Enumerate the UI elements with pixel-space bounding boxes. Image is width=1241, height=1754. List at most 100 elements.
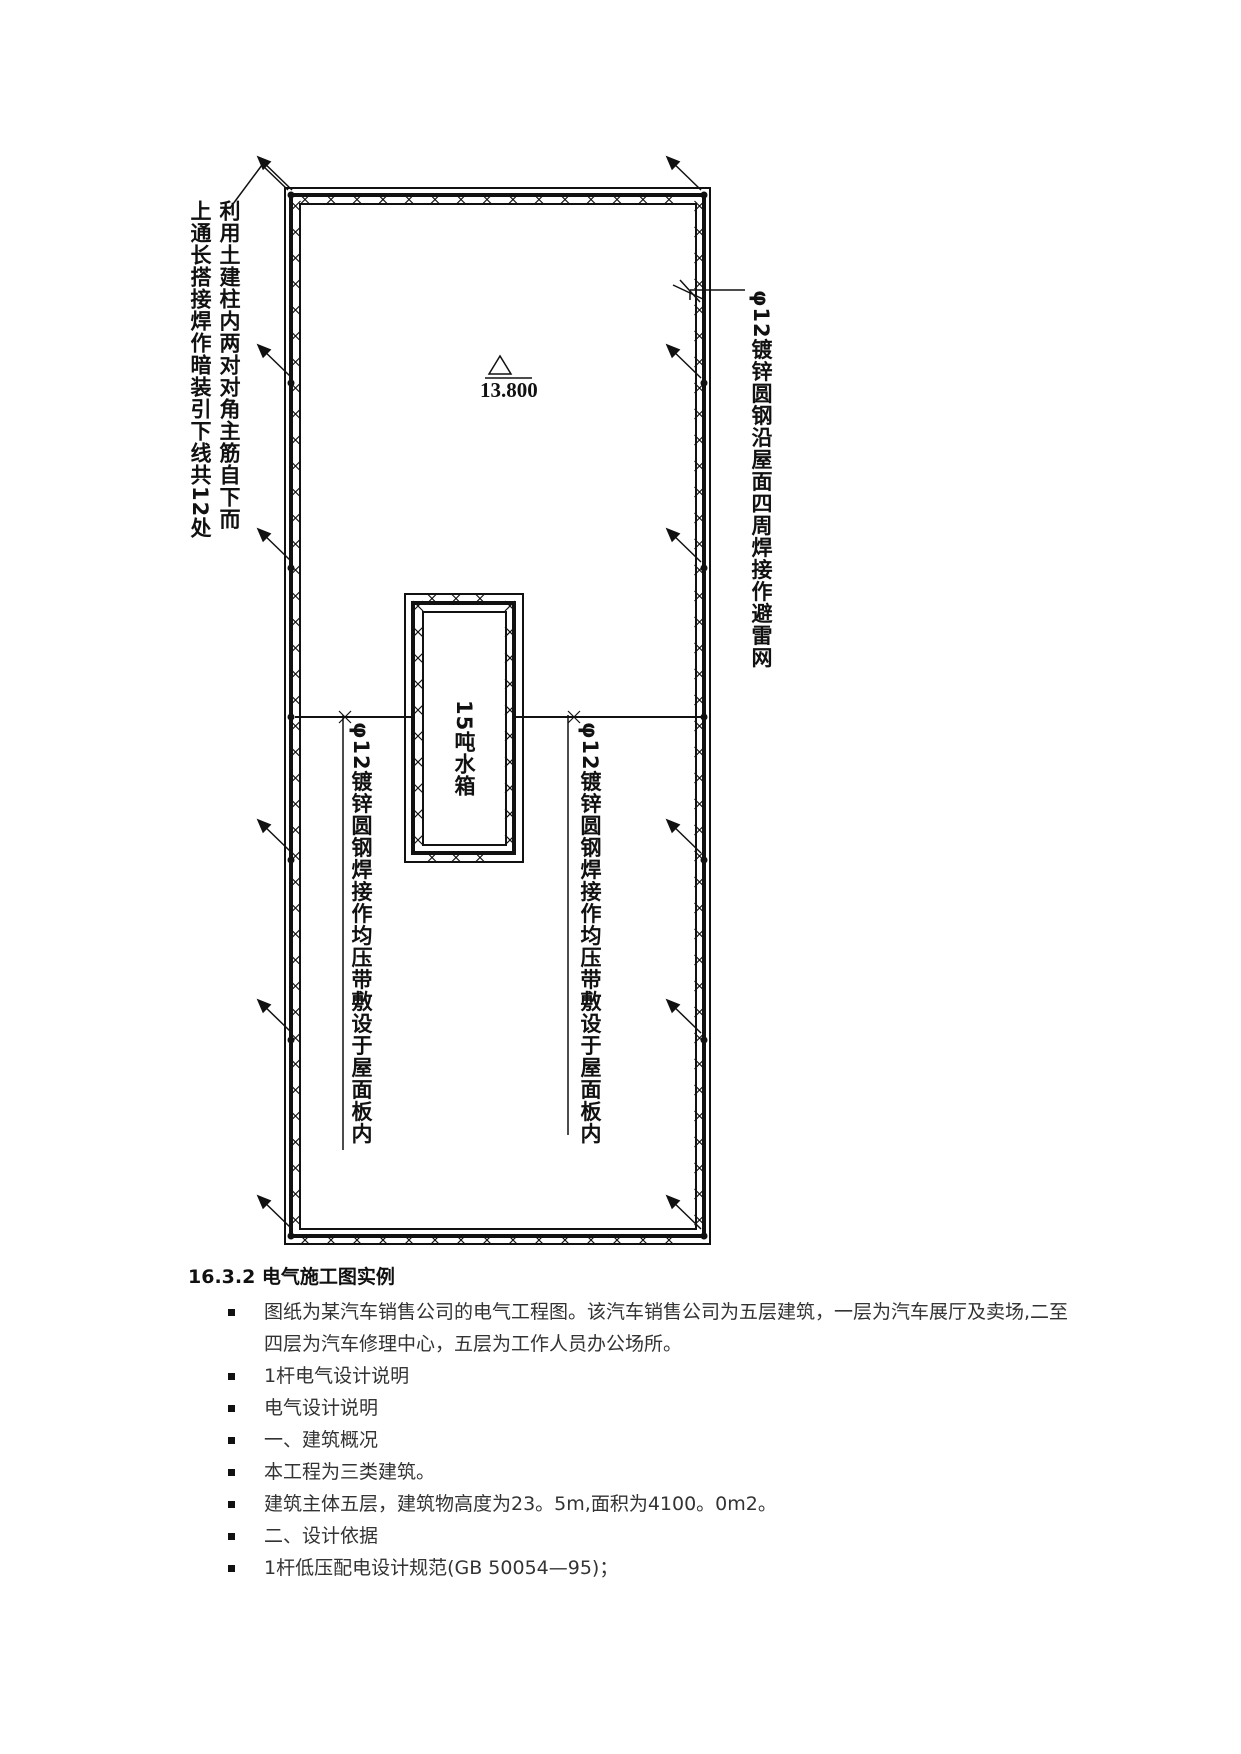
support-cross-mark: [694, 278, 705, 290]
support-cross-mark: [586, 1235, 596, 1245]
list-item: 电气设计说明: [226, 1392, 1076, 1424]
support-cross-mark: [504, 704, 516, 716]
support-cross-mark: [351, 194, 363, 205]
arrow-head-icon: [665, 1194, 681, 1210]
support-cross-mark: [290, 1162, 301, 1174]
support-cross-mark: [290, 642, 301, 654]
support-cross-mark: [694, 200, 705, 212]
support-cross-mark: [290, 460, 301, 472]
support-cross-mark: [694, 928, 705, 940]
support-cross-mark: [325, 194, 337, 205]
support-cross-mark: [412, 782, 424, 794]
support-cross-mark: [694, 694, 705, 706]
support-cross-mark: [694, 1006, 705, 1018]
support-cross-mark: [378, 1235, 388, 1245]
support-cross-mark: [290, 954, 301, 966]
support-cross-mark: [504, 782, 516, 794]
support-cross-mark: [290, 1058, 301, 1070]
support-cross-mark: [403, 194, 415, 205]
downconductor-dot: [700, 1036, 708, 1044]
support-cross-mark: [290, 330, 301, 342]
support-cross-mark: [412, 678, 424, 690]
downconductor-dot: [700, 1232, 708, 1240]
bullet-square-icon: [228, 1501, 235, 1508]
support-cross-mark: [694, 824, 705, 836]
support-cross-mark: [694, 746, 705, 758]
support-cross-mark: [567, 710, 581, 724]
support-cross-mark: [694, 434, 705, 446]
support-cross-mark: [290, 694, 301, 706]
bullet-square-icon: [228, 1309, 235, 1316]
support-cross-mark: [412, 756, 424, 768]
support-cross-mark: [504, 652, 516, 664]
elevation-label: 13.800: [480, 378, 538, 402]
support-cross-mark: [290, 616, 301, 628]
support-cross-mark: [429, 194, 441, 205]
support-cross-mark: [694, 954, 705, 966]
support-cross-mark: [412, 652, 424, 664]
arrow-head-icon: [665, 527, 681, 543]
downconductor-dot: [700, 856, 708, 864]
support-cross-mark: [482, 1235, 492, 1245]
support-cross-mark: [560, 1235, 570, 1245]
support-cross-mark: [300, 1235, 310, 1245]
support-cross-mark: [352, 1235, 362, 1245]
support-cross-mark: [290, 980, 301, 992]
support-cross-mark: [412, 730, 424, 742]
support-cross-mark: [534, 1235, 544, 1245]
downconductor-dot: [287, 713, 295, 721]
support-cross-mark: [290, 798, 301, 810]
support-cross-mark: [290, 902, 301, 914]
water-tank-conductor: [411, 601, 516, 855]
support-cross-mark: [404, 1235, 414, 1245]
support-cross-mark: [290, 1214, 301, 1226]
bullet-square-icon: [228, 1373, 235, 1380]
equalizing-strip-note-left: φ12镀锌圆钢焊接作均压带敷设于屋面板内: [349, 722, 373, 1145]
support-cross-mark: [694, 1058, 705, 1070]
bullet-square-icon: [228, 1533, 235, 1540]
support-cross-mark: [290, 928, 301, 940]
list-item: 本工程为三类建筑。: [226, 1456, 1076, 1488]
support-cross-mark: [290, 590, 301, 602]
support-cross-mark: [412, 704, 424, 716]
support-cross-mark: [694, 616, 705, 628]
support-cross-mark: [504, 756, 516, 768]
downconductor-dot: [287, 564, 295, 572]
description-list: 图纸为某汽车销售公司的电气工程图。该汽车销售公司为五层建筑，一层为汽车展厅及卖场…: [226, 1296, 1076, 1584]
support-cross-mark: [694, 1084, 705, 1096]
support-cross-mark: [637, 194, 649, 205]
support-cross-mark: [451, 594, 461, 603]
support-cross-mark: [427, 853, 437, 862]
support-cross-mark: [504, 834, 516, 846]
support-cross-mark: [694, 330, 705, 342]
support-cross-mark: [290, 512, 301, 524]
support-cross-mark: [504, 808, 516, 820]
downconductor-dot: [700, 379, 708, 387]
support-cross-mark: [475, 594, 485, 603]
support-cross-mark: [290, 1110, 301, 1122]
elevation-triangle-icon: [487, 354, 513, 375]
support-cross-mark: [290, 746, 301, 758]
list-item: 1杆电气设计说明: [226, 1360, 1076, 1392]
support-cross-mark: [664, 1235, 674, 1245]
downconductor-dot: [287, 379, 295, 387]
support-cross-mark: [694, 1110, 705, 1122]
water-tank-outer: [404, 593, 524, 863]
support-cross-mark: [694, 226, 705, 238]
support-cross-mark: [694, 486, 705, 498]
support-cross-mark: [504, 678, 516, 690]
support-cross-mark: [694, 1162, 705, 1174]
arrow-head-icon: [665, 818, 681, 834]
downconductor-dot: [287, 191, 295, 199]
support-cross-mark: [504, 626, 516, 638]
support-cross-mark: [290, 226, 301, 238]
support-cross-mark: [638, 1235, 648, 1245]
support-cross-mark: [694, 460, 705, 472]
support-cross-mark: [290, 356, 301, 368]
downconductor-dot: [700, 564, 708, 572]
support-cross-mark: [694, 720, 705, 732]
support-cross-mark: [377, 194, 389, 205]
list-item: 图纸为某汽车销售公司的电气工程图。该汽车销售公司为五层建筑，一层为汽车展厅及卖场…: [226, 1296, 1076, 1360]
support-cross-mark: [427, 594, 437, 603]
support-cross-mark: [290, 824, 301, 836]
